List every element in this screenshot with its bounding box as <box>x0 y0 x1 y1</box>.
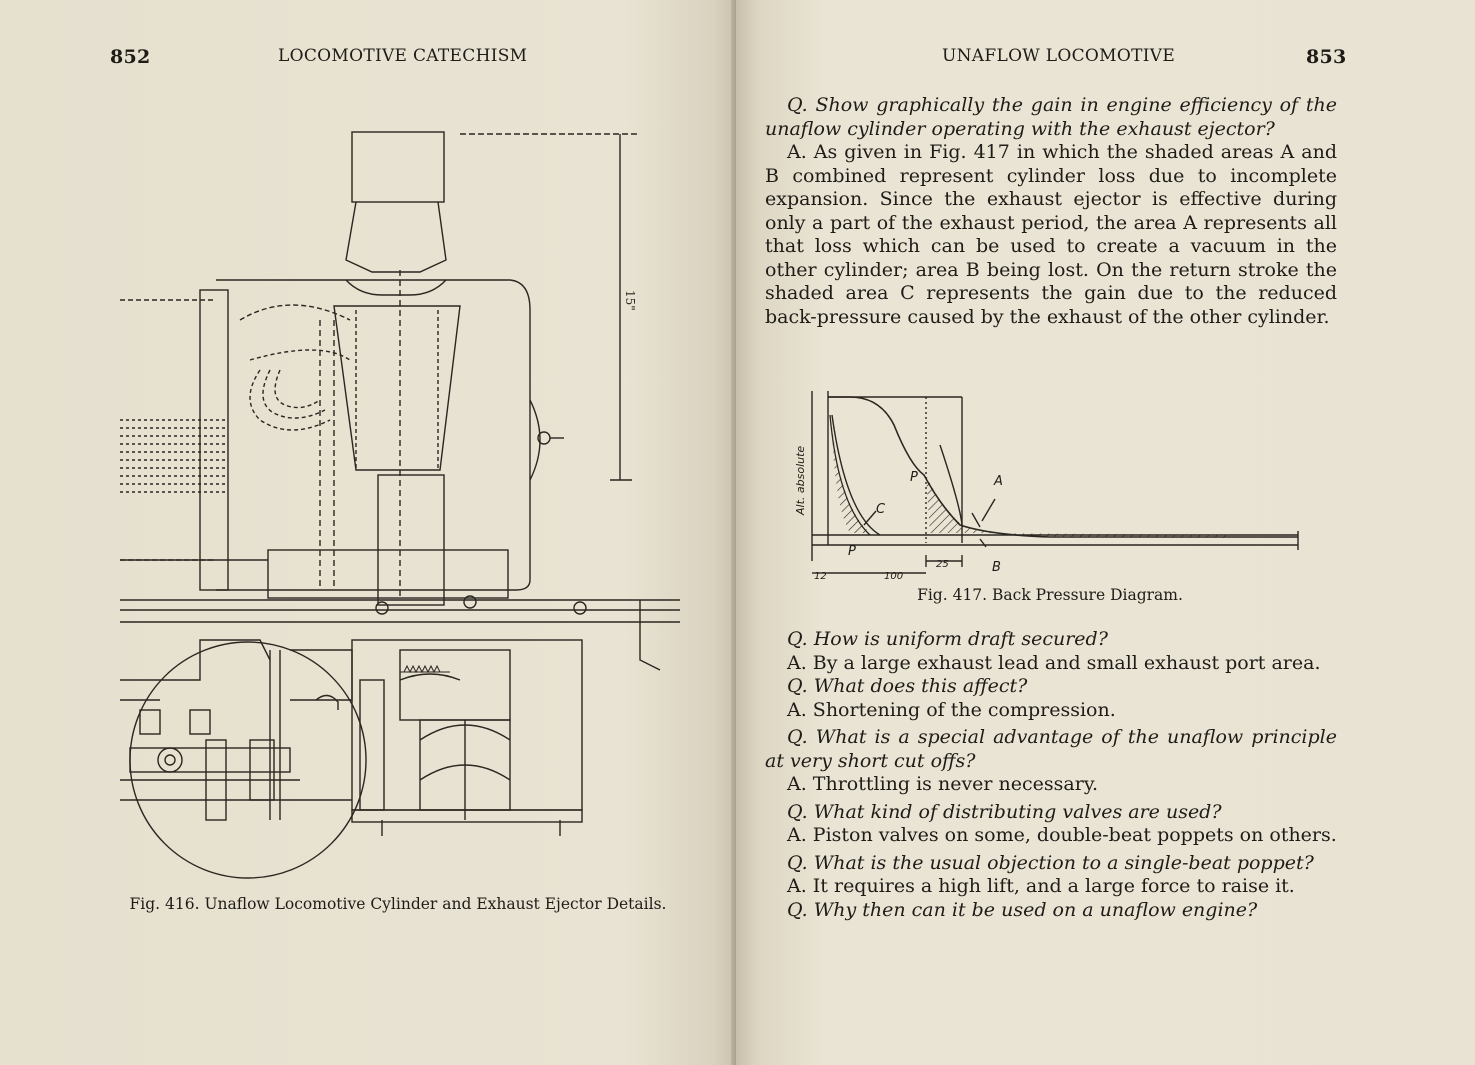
qa-answer: A. Throttling is never necessary. <box>787 773 1099 795</box>
qa-answer: A. It requires a high lift, and a large … <box>787 875 1295 897</box>
qa-answer: A. Shortening of the compression. <box>787 698 1116 721</box>
bleed-through-texture <box>120 92 700 116</box>
qa-question: Q. What does this affect? <box>787 675 1028 697</box>
qa-item: Q. What does this affect? A. Shortening … <box>765 675 1337 722</box>
label-p: P <box>910 470 918 485</box>
figure-416-caption: Fig. 416. Unaflow Locomotive Cylinder an… <box>129 895 667 913</box>
right-running-head: UNAFLOW LOCOMOTIVE <box>942 46 1176 66</box>
label-b: B <box>992 560 1001 575</box>
y-axis-label: Alt. absolute <box>794 446 807 516</box>
dim-12: 12 <box>814 571 827 582</box>
qa-list: Q. How is uniform draft secured? A. By a… <box>765 628 1337 922</box>
left-running-head: LOCOMOTIVE CATECHISM <box>278 46 528 66</box>
intro-question: Q. Show graphically the gain in engine e… <box>765 94 1337 140</box>
qa-question: Q. Why then can it be used on a unaflow … <box>787 898 1258 921</box>
back-pressure-diagram: Alt. absolute P P A B C 12 100 25 <box>794 391 1299 582</box>
qa-question: Q. What is a special advantage of the un… <box>765 726 1337 772</box>
qa-item: Q. What kind of distributing valves are … <box>765 801 1337 848</box>
dim-25: 25 <box>936 559 949 570</box>
label-a: A <box>993 474 1003 489</box>
qa-answer: A. Piston valves on some, double-beat po… <box>787 824 1337 846</box>
label-c: C <box>876 502 886 517</box>
qa-item: Q. What is a special advantage of the un… <box>765 726 1337 797</box>
figure-417-caption: Fig. 417. Back Pressure Diagram. <box>917 586 1183 604</box>
qa-item: Q. What is the usual objection to a sing… <box>765 852 1337 899</box>
qa-item: Q. Why then can it be used on a unaflow … <box>765 899 1337 923</box>
svg-text:15": 15" <box>623 290 637 311</box>
qa-question: Q. What is the usual objection to a sing… <box>787 851 1314 874</box>
right-page-number: 853 <box>1306 46 1347 68</box>
qa-item: Q. How is uniform draft secured? A. By a… <box>765 628 1337 675</box>
left-page-number: 852 <box>110 46 151 68</box>
label-p1: P <box>848 544 856 559</box>
qa-answer: A. By a large exhaust lead and small exh… <box>787 651 1321 674</box>
intro-qa-block: Q. Show graphically the gain in engine e… <box>765 94 1337 329</box>
qa-question: Q. What kind of distributing valves are … <box>787 800 1222 823</box>
dim-100: 100 <box>884 571 903 582</box>
intro-answer: A. As given in Fig. 417 in which the sha… <box>765 141 1337 328</box>
qa-question: Q. How is uniform draft secured? <box>787 628 1108 650</box>
unaflow-cylinder-drawing: 15" <box>120 131 680 879</box>
left-page: 852 LOCOMOTIVE CATECHISM 15" <box>0 0 736 1065</box>
